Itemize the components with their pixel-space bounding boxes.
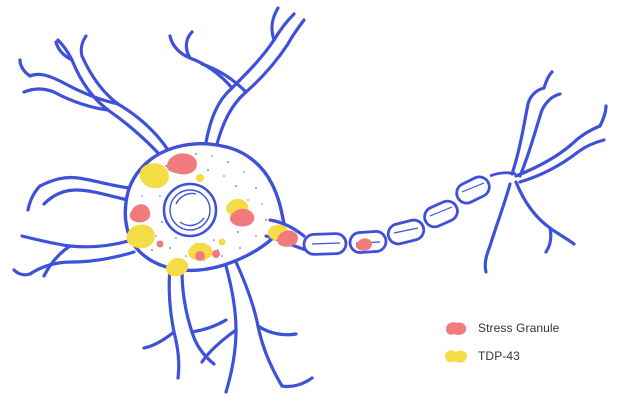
tdp43-dot <box>218 238 226 246</box>
tdp43-swatch-icon <box>443 347 469 365</box>
stress-granules <box>129 153 372 261</box>
stress-granule-blob <box>277 230 298 247</box>
stress-granule-dot <box>212 250 220 258</box>
tdp43-blob <box>139 163 169 189</box>
stress-granule-blob <box>129 204 151 223</box>
dendrites <box>12 6 314 394</box>
legend-item-tdp43: TDP-43 <box>443 342 613 370</box>
stress-granule-dot <box>156 240 164 248</box>
axon-terminals <box>483 70 608 274</box>
axon <box>302 171 517 256</box>
legend: Stress Granule TDP-43 <box>443 314 613 370</box>
stress-granule-blob <box>230 208 255 227</box>
tdp43-blob <box>126 224 155 249</box>
stress-granule-blob <box>166 153 197 175</box>
stress-granule-dot <box>195 251 205 261</box>
tdp43-blob <box>165 258 189 277</box>
legend-label-tdp43: TDP-43 <box>478 349 520 363</box>
nucleus <box>162 182 218 238</box>
stress-granule-blob <box>355 238 372 251</box>
legend-label-stress-granule: Stress Granule <box>478 321 560 335</box>
tdp43-dot <box>196 174 204 182</box>
legend-item-stress-granule: Stress Granule <box>443 314 613 342</box>
stress-granule-swatch-icon <box>443 319 469 337</box>
